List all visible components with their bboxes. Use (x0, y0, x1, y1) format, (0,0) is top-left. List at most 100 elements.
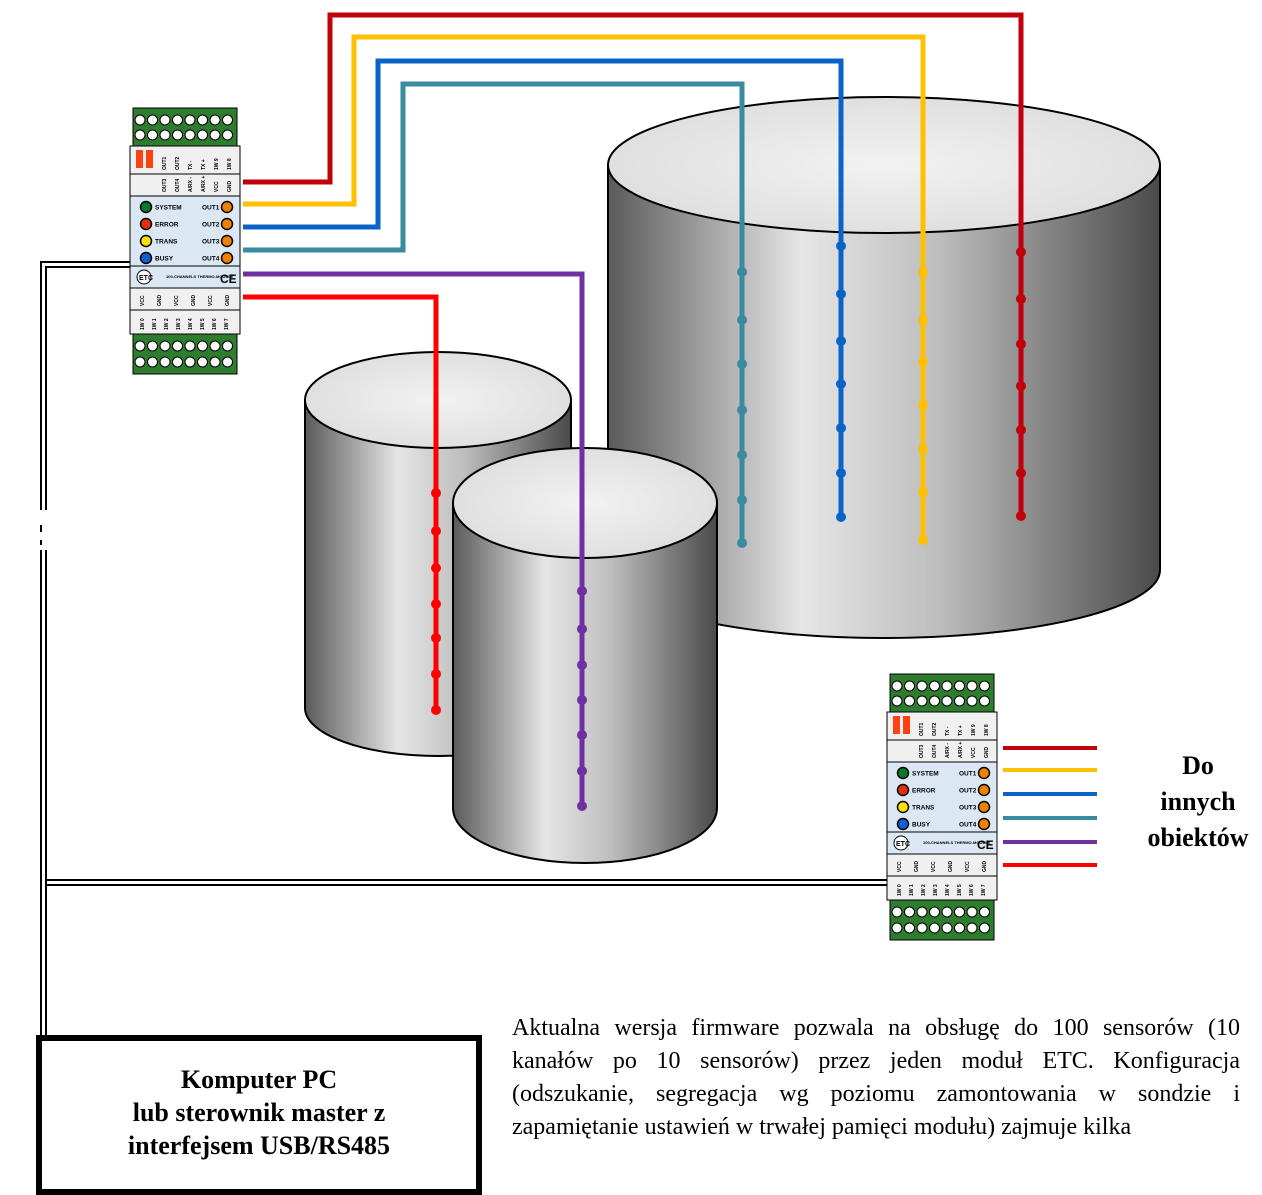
terminal-label: GND (157, 295, 163, 307)
terminal-block-bottom (889, 899, 995, 941)
terminal-screw (134, 356, 146, 368)
terminal-label: GND (191, 295, 197, 307)
other-objects-line-3: obiektów (1147, 823, 1249, 852)
wire-teal (243, 81, 745, 543)
terminal-screw (159, 356, 171, 368)
status-led-icon (896, 783, 910, 797)
terminal-label: OUT1 (919, 722, 925, 736)
terminal-screw (172, 114, 183, 126)
rs485-bus-cable (40, 261, 888, 1040)
terminal-label: 1W 2 (921, 884, 927, 896)
indicator-mark (893, 716, 900, 734)
terminal-label: A/RX + (201, 176, 207, 192)
terminal-screw (197, 114, 208, 126)
out-label: OUT2 (959, 788, 977, 795)
sensor-dot (918, 487, 928, 497)
terminal-screw (891, 695, 903, 707)
terminal-label: 1W 9 (214, 158, 220, 170)
sensor-dot (737, 315, 747, 325)
terminal-screw (941, 680, 953, 692)
sensor-dot (1016, 425, 1026, 435)
out-label: OUT1 (959, 771, 977, 778)
terminal-label: GND (225, 295, 231, 307)
sensor-dot (577, 766, 587, 776)
out-label: OUT1 (202, 205, 220, 212)
sensor-dot (836, 289, 846, 299)
out-label: OUT3 (202, 239, 220, 246)
terminal-label: VCC (208, 295, 214, 306)
sensor-dot (431, 563, 441, 573)
label-strip (886, 875, 998, 901)
terminal-screw (954, 695, 965, 707)
sensor-dot (1016, 468, 1026, 478)
terminal-screw (891, 906, 903, 918)
terminal-label: GND (982, 861, 988, 873)
terminal-label: VCC (214, 181, 220, 192)
terminal-label: VCC (174, 295, 180, 306)
sensor-dot (737, 359, 747, 369)
terminal-screw (209, 356, 221, 368)
sensor-dot (577, 586, 587, 596)
sensor-dot (577, 660, 587, 670)
terminal-label: A/RX - (945, 743, 951, 758)
sensor-dot (836, 379, 846, 389)
terminal-label: A/RX - (188, 177, 194, 192)
terminal-label: GND (948, 861, 954, 873)
sensor-dot (577, 624, 587, 634)
model-text: 100-CHANNELS THERMO-MODULE (166, 274, 234, 279)
terminal-label: VCC (931, 861, 937, 872)
sensor-dot (431, 488, 441, 498)
terminal-label: 1W 7 (224, 318, 230, 330)
terminal-screw (916, 695, 928, 707)
wire-blue (243, 58, 844, 517)
sensor-dot (918, 357, 928, 367)
led-label: TRANS (155, 239, 178, 246)
terminal-screw (172, 340, 183, 352)
sensor-dot (737, 450, 747, 460)
led-label: ERROR (912, 788, 936, 795)
terminal-screw (159, 340, 171, 352)
outgoing-wires (1003, 746, 1097, 867)
out-label: OUT3 (959, 805, 977, 812)
terminal-screw (891, 680, 903, 692)
sensor-dot (577, 695, 587, 705)
sensor-dot (1016, 381, 1026, 391)
terminal-screw (941, 922, 953, 934)
label-strip (129, 173, 241, 197)
status-led-icon (139, 200, 153, 214)
terminal-label: OUT4 (175, 178, 181, 192)
label-strip (886, 739, 998, 763)
sensor-dot (737, 405, 747, 415)
out-label: OUT4 (959, 822, 977, 829)
sensor-dot (1016, 339, 1026, 349)
terminal-label: 1W 4 (188, 318, 194, 330)
terminal-label: TX - (188, 160, 194, 170)
terminal-screw (966, 680, 978, 692)
sensor-dot (836, 423, 846, 433)
label-strip (129, 287, 241, 311)
sensor-dot (918, 535, 928, 545)
terminal-label: OUT2 (932, 722, 938, 736)
terminal-label: VCC (897, 861, 903, 872)
terminal-screw (197, 129, 208, 141)
sensor-points (431, 241, 1026, 811)
led-label: SYSTEM (155, 205, 182, 212)
terminal-screw (184, 129, 196, 141)
terminal-label: 1W 3 (176, 318, 182, 330)
sensor-dot (918, 315, 928, 325)
terminal-screw (941, 695, 953, 707)
output-led-icon (220, 234, 234, 248)
sensor-dot (1016, 294, 1026, 304)
led-label: TRANS (912, 805, 935, 812)
terminal-label: OUT2 (175, 156, 181, 170)
status-led-icon (896, 800, 910, 814)
terminal-screw (134, 114, 146, 126)
terminal-screw (916, 922, 928, 934)
terminal-screw (929, 906, 940, 918)
terminal-screw (929, 695, 940, 707)
terminal-label: 1W 0 (897, 884, 903, 896)
terminal-screw (134, 129, 146, 141)
sensor-dot (836, 512, 846, 522)
